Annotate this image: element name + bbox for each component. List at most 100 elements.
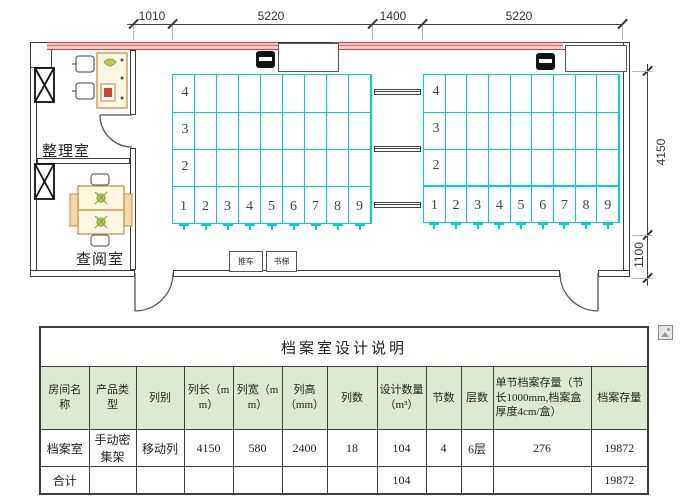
total-cell: [326, 466, 378, 495]
data-cell: 580: [232, 429, 283, 467]
shelf-row-line: [173, 186, 371, 188]
shelf-row-number: 2: [432, 157, 440, 173]
shelf-col-number: 3: [474, 198, 482, 213]
data-cell: 移动列: [135, 429, 185, 467]
shelf-row-line: [173, 112, 371, 114]
total-cell: [492, 466, 592, 495]
shelf-row-line: [173, 149, 371, 151]
header-cell: 房间名称: [39, 366, 90, 430]
header-cell: 列数: [326, 366, 378, 430]
header-cell: 列宽（mm）: [232, 366, 283, 430]
shelf-row-line: [424, 111, 619, 114]
cabinet-top-right: [565, 45, 627, 72]
extension-line: [632, 71, 653, 72]
data-cell: 104: [376, 429, 427, 467]
extension-line: [172, 26, 173, 40]
table-data-row: 档案室 手动密集架 移动列 4150 580 2400 18 104 4 6层 …: [39, 429, 649, 467]
arranging-room-furniture: [72, 52, 128, 109]
rail-anchor-icon: [494, 223, 505, 230]
shelf-bank-left: 1 2 3 4 5 6 7 8 9 4 3 2: [172, 74, 372, 230]
rail-anchor-icon: [472, 223, 483, 230]
header-cell: 单节档案存量（节长1000mm,档案盒厚度4cm/盒）: [492, 366, 592, 430]
shelf-row-line: [424, 185, 619, 187]
heater-strip-left: [47, 42, 278, 50]
shelf-col-number: 6: [290, 199, 297, 214]
total-cell: 合计: [39, 466, 90, 495]
table-total-row: 合计 104 19872: [39, 466, 649, 495]
dim-label-1400: 1400: [379, 9, 407, 23]
rail-anchor-icon: [516, 223, 527, 230]
spec-table: 档案室设计说明 房间名称 产品类型 列别 列长（mm） 列宽（mm） 列高（mm…: [39, 326, 650, 495]
cabinet-top-left: [278, 43, 339, 72]
shelf-col-number: 9: [356, 199, 363, 214]
ladder-box: 书梯: [266, 251, 297, 272]
data-cell: 档案室: [39, 429, 90, 467]
shelf-row-number: 4: [432, 84, 440, 100]
header-cell: 节数: [425, 366, 462, 430]
shelf-row-line: [424, 148, 619, 150]
wall-partition-vertical-upper: [130, 50, 136, 115]
data-cell: 19872: [590, 429, 649, 467]
reading-room-furniture: [69, 173, 133, 247]
shelf-col-number: 4: [495, 198, 503, 213]
shelf-col-number: 5: [517, 198, 525, 213]
header-cell: 档案存量: [590, 366, 649, 430]
rail-anchor-icon: [332, 224, 343, 231]
rail-anchor-icon: [581, 223, 592, 230]
cart-box: 推车: [229, 251, 263, 272]
data-cell: 手动密集架: [88, 429, 137, 467]
extension-line: [632, 278, 653, 279]
wall-partition-horizontal: [37, 158, 130, 164]
shelf-col-number: 7: [312, 199, 319, 214]
rail-anchor-icon: [429, 223, 440, 230]
rail-anchor-icon: [222, 224, 233, 231]
rail-anchor-icon: [354, 224, 365, 231]
extension-line: [372, 26, 373, 40]
shelf-col-number: 1: [430, 198, 438, 213]
rail-anchor-icon: [537, 223, 548, 230]
header-cell: 列长（mm）: [183, 366, 234, 430]
header-cell: 列高（mm）: [281, 366, 328, 430]
data-cell: 6层: [460, 429, 494, 467]
dim-label-5220-left: 5220: [257, 9, 285, 23]
shelf-col-number: 5: [268, 199, 275, 214]
total-cell: [88, 466, 137, 495]
top-dimension-line: [127, 24, 622, 26]
total-cell: [183, 466, 234, 495]
header-cell: 层数: [460, 366, 494, 430]
total-cell: 19872: [590, 466, 649, 495]
data-cell: 4150: [183, 429, 234, 467]
rail-anchor-icon: [602, 223, 613, 230]
shelf-col-number: 8: [334, 199, 341, 214]
rail-anchor-icon: [200, 224, 211, 231]
control-unit-icon: [256, 51, 275, 68]
total-cell: 104: [376, 466, 427, 495]
rail-anchor-icon: [310, 224, 321, 231]
doors-and-furniture-layer: [34, 52, 599, 312]
header-cell: 设计数量（m³）: [376, 366, 427, 430]
control-unit-icon: [536, 53, 555, 70]
room-label-reading: 查阅室: [76, 252, 125, 268]
room-label-arranging: 整理室: [42, 144, 91, 160]
heater-strip-right: [333, 42, 563, 50]
shelf-col-number: 9: [604, 198, 612, 213]
data-cell: 276: [492, 429, 592, 467]
data-cell: 2400: [281, 429, 328, 467]
rail-anchor-icon: [266, 224, 277, 231]
rail-anchor-icon: [288, 224, 299, 231]
shelf-col-number: 6: [539, 198, 547, 213]
rail-anchor-icon: [244, 224, 255, 231]
image-placeholder-icon[interactable]: [658, 325, 673, 340]
table-header-row: 房间名称 产品类型 列别 列长（mm） 列宽（mm） 列高（mm） 列数 设计数…: [39, 366, 649, 430]
shaft-column-icon: [34, 67, 55, 200]
total-cell: [281, 466, 328, 495]
shelf-row-number: 4: [181, 84, 189, 100]
shelf-row-number: 3: [181, 121, 189, 137]
header-cell: 产品类型: [88, 366, 137, 430]
ladder-label: 书梯: [273, 257, 290, 266]
shelf-col-number: 3: [224, 199, 231, 214]
rail-anchor-icon: [451, 223, 461, 230]
shelf-col-number: 1: [180, 199, 187, 214]
total-cell: [232, 466, 283, 495]
